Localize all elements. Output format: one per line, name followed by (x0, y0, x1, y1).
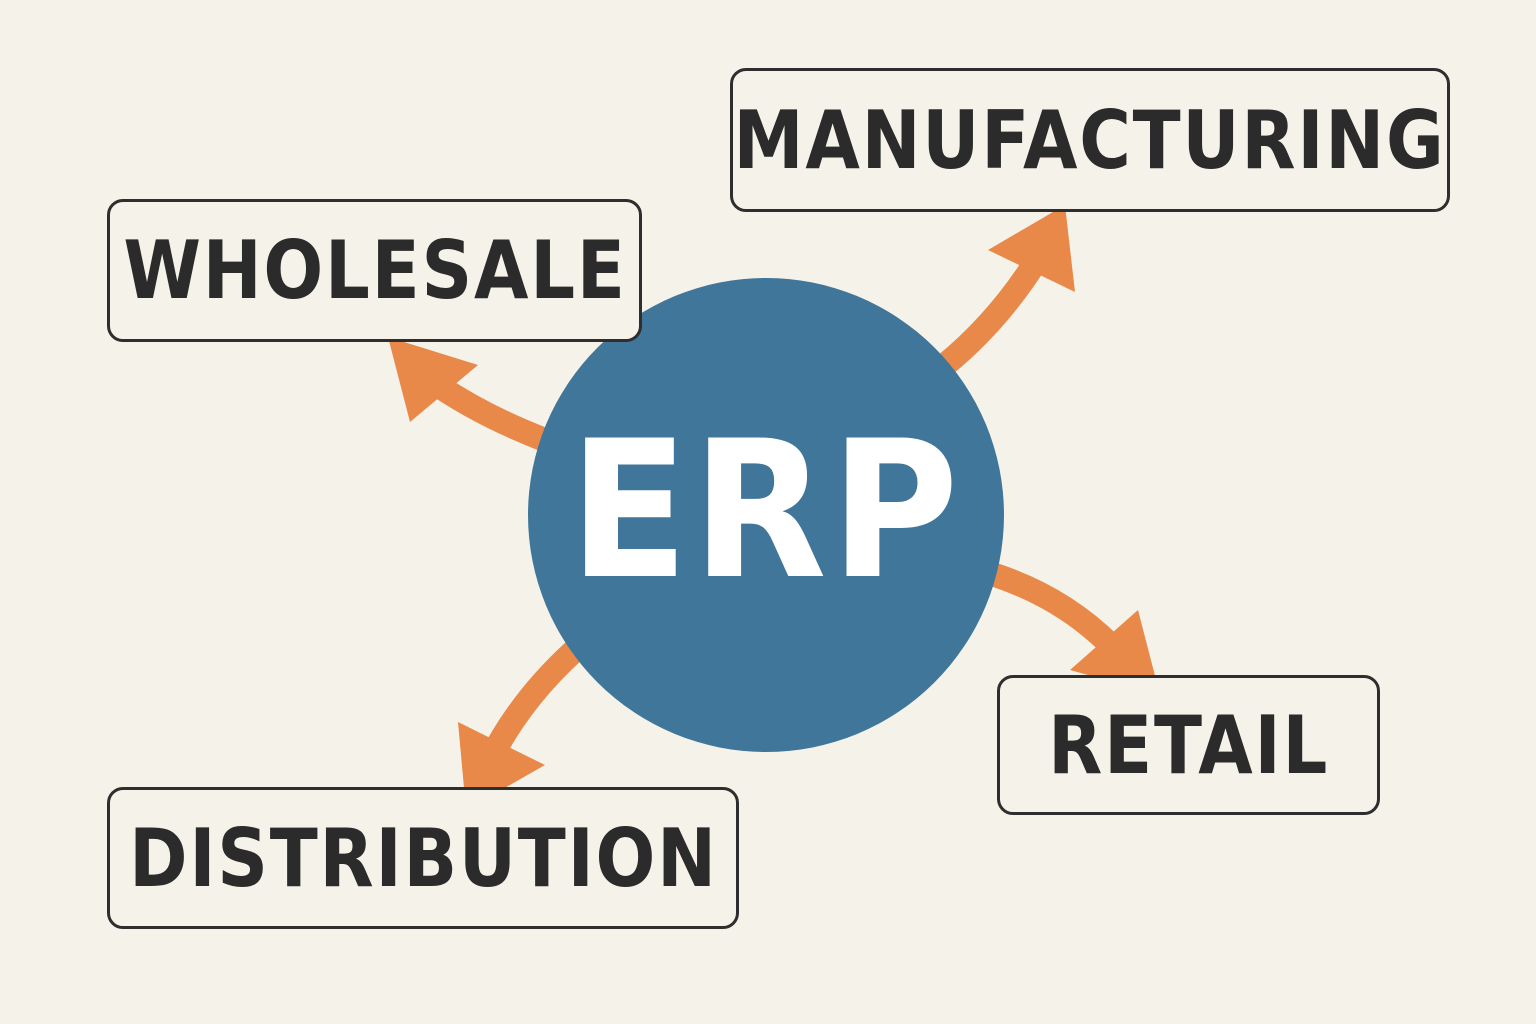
node-wholesale-label: WHOLESALE (122, 224, 627, 317)
node-wholesale: WHOLESALE (107, 199, 642, 342)
node-distribution: DISTRIBUTION (107, 787, 739, 929)
erp-label: ERP (569, 399, 963, 621)
arrow-to-distribution-shaft (479, 641, 584, 766)
arrow-head-wholesale (388, 337, 478, 422)
node-distribution-label: DISTRIBUTION (128, 811, 718, 905)
arrow-head-retail (1070, 610, 1160, 695)
node-manufacturing-label: MANUFACTURING (734, 93, 1446, 187)
erp-center-circle: ERP (528, 278, 1004, 752)
node-retail-label: RETAIL (1048, 698, 1329, 792)
arrow-head-manufacturing (988, 205, 1075, 292)
node-retail: RETAIL (997, 675, 1380, 815)
node-manufacturing: MANUFACTURING (730, 68, 1450, 212)
arrow-to-manufacturing-shaft (937, 248, 1051, 375)
